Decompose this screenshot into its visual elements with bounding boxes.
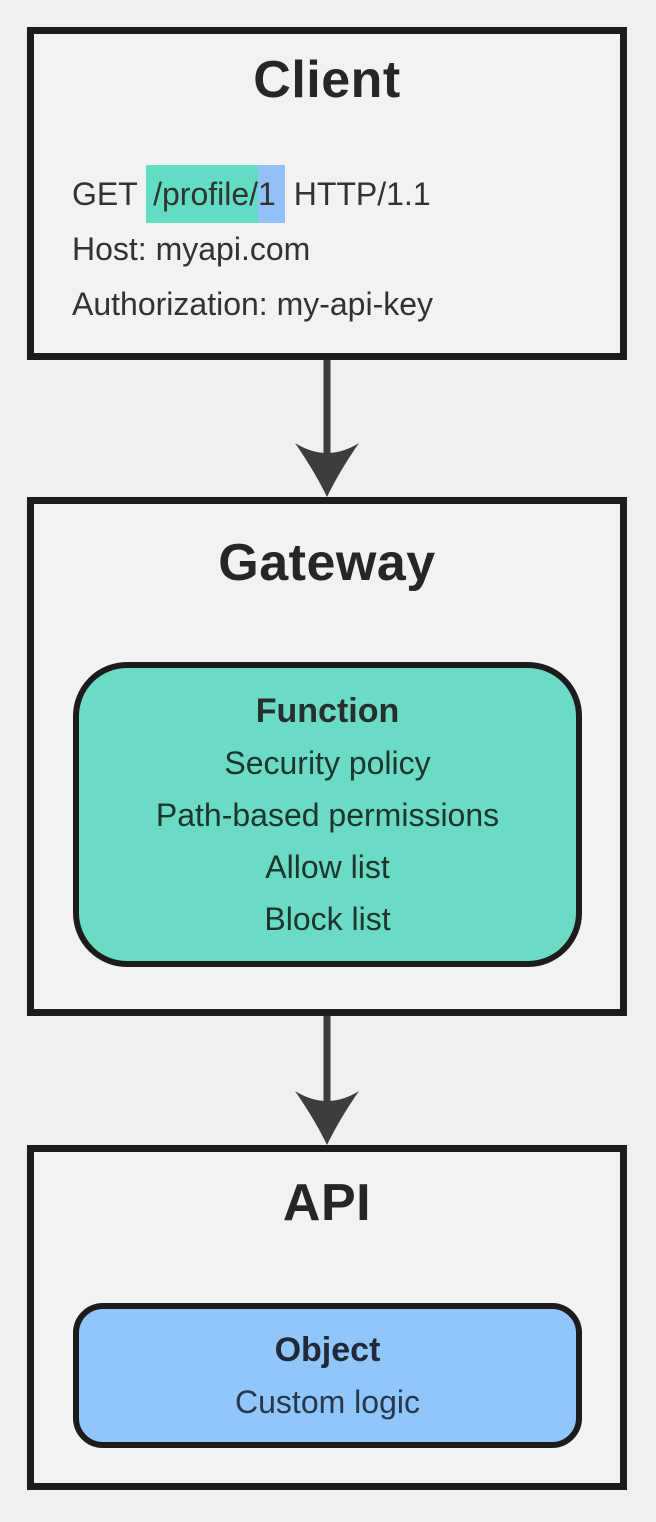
api-node: API Object Custom logic — [27, 1145, 627, 1490]
http-request-block: GET /profile/1 HTTP/1.1 Host: myapi.com … — [72, 165, 434, 332]
request-authorization-line: Authorization: my-api-key — [72, 286, 434, 322]
request-id-highlight: 1 — [258, 165, 285, 223]
request-protocol: HTTP/1.1 — [284, 176, 431, 212]
request-host-line: Host: myapi.com — [72, 231, 311, 267]
gateway-node: Gateway Function Security policy Path-ba… — [27, 497, 627, 1016]
arrow-down-icon — [295, 360, 359, 497]
function-item: Allow list — [265, 848, 390, 885]
function-item: Security policy — [224, 744, 431, 781]
api-title: API — [282, 1174, 372, 1232]
function-item: Path-based permissions — [155, 796, 500, 833]
gateway-title: Gateway — [218, 534, 436, 592]
request-path-highlight: /profile/ — [146, 165, 259, 223]
client-title: Client — [253, 51, 401, 109]
request-line-1: GET /profile/1 HTTP/1.1 — [72, 165, 433, 223]
function-node-title: Function — [255, 691, 400, 730]
arrow-down-icon — [295, 1016, 359, 1145]
function-node: Function Security policy Path-based perm… — [73, 662, 582, 967]
object-item: Custom logic — [235, 1383, 420, 1420]
function-item: Block list — [264, 900, 391, 937]
client-node: Client GET /profile/1 HTTP/1.1 Host: mya… — [27, 27, 627, 360]
request-method: GET — [72, 176, 147, 212]
object-node: Object Custom logic — [73, 1303, 582, 1448]
object-node-title: Object — [274, 1330, 381, 1369]
